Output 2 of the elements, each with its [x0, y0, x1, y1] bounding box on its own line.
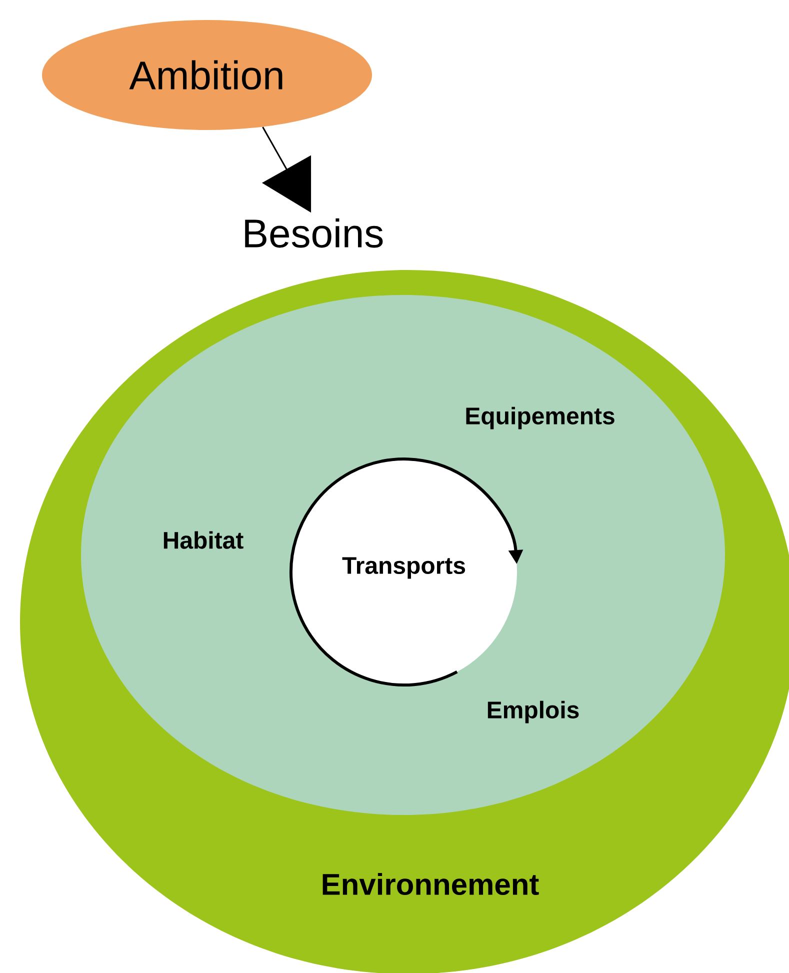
- oval-bubble: Ambition: [42, 20, 372, 130]
- label-text: Besoins: [245, 218, 383, 248]
